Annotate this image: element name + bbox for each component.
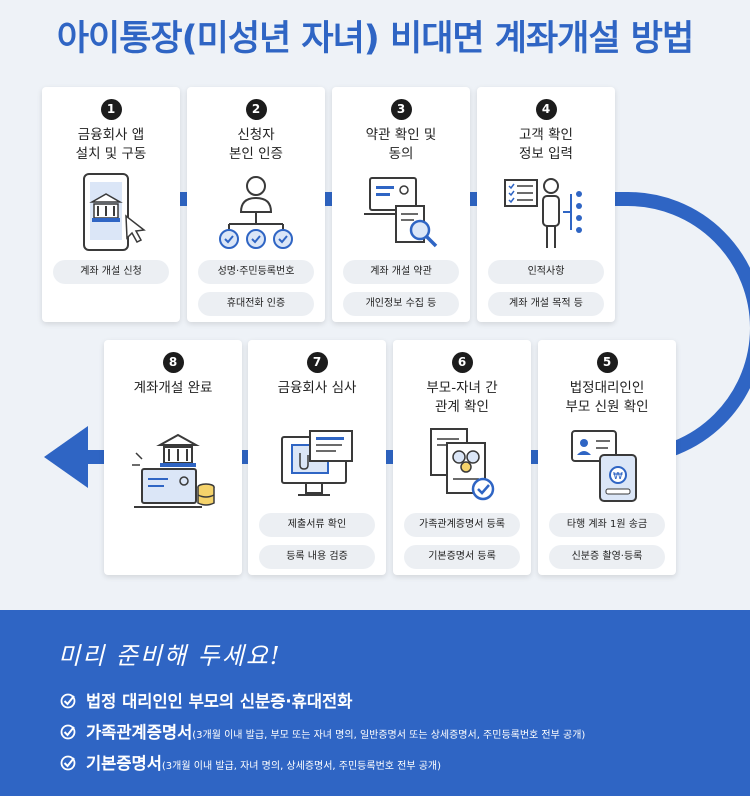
step-pill: 기본증명서 등록	[404, 545, 520, 569]
family-document-icon	[430, 428, 495, 501]
step-pill: 계좌 개설 목적 등	[488, 292, 604, 316]
step-title: 계좌개설 완료	[133, 380, 213, 396]
step-number: 3	[390, 99, 412, 120]
step-pill: 개인정보 수집 등	[343, 292, 459, 316]
step-pill: 계좌 개설 약관	[343, 260, 459, 284]
step-number: 5	[596, 352, 618, 373]
person-verify-icon	[219, 176, 293, 249]
step-card-3: 3 약관 확인 및 동의 계좌 개설 약관 개인정보 수집 등	[332, 87, 470, 322]
step-title: 금융회사 심사	[277, 380, 357, 396]
bank-complete-icon	[132, 433, 215, 508]
step-card-6: 6 부모-자녀 간 관계 확인 가족관계증명서 등록 기본증명서 등록	[393, 340, 531, 575]
step-card-5: 5 법정대리인인 부모 신원 확인 ₩ 타행 계좌 1원 송금 신분증 촬영·등…	[538, 340, 676, 575]
step-pill: 가족관계증명서 등록	[404, 513, 520, 537]
prepare-item-note: (3개월 이내 발급, 부모 또는 자녀 명의, 일반증명서 또는 상세증명서,…	[192, 730, 586, 741]
prepare-section	[0, 610, 750, 796]
prepare-item: 가족관계증명서(3개월 이내 발급, 부모 또는 자녀 명의, 일반증명서 또는…	[60, 719, 585, 743]
step-number: 4	[535, 99, 557, 120]
step-title: 부모-자녀 간 관계 확인	[426, 380, 498, 415]
step-pill: 성명·주민등록번호	[198, 260, 314, 284]
step-pill: 인적사항	[488, 260, 604, 284]
step-pill: 계좌 개설 신청	[53, 260, 169, 284]
step-card-7: 7 금융회사 심사 제출서류 확인 등록 내용 검증	[248, 340, 386, 575]
step-number: 6	[451, 352, 473, 373]
checkmark-icon	[60, 724, 76, 740]
prepare-item-label: 법정 대리인인 부모의 신분증·휴대전화	[86, 692, 353, 711]
step-title: 약관 확인 및 동의	[365, 127, 437, 162]
step-pill: 신분증 촬영·등록	[549, 545, 665, 569]
phone-bank-icon	[83, 173, 146, 251]
step-title: 금융회사 앱 설치 및 구동	[75, 127, 147, 162]
document-search-icon	[364, 177, 438, 248]
prepare-subtitle: 미리 준비해 두세요!	[58, 642, 282, 670]
checkmark-icon	[60, 755, 76, 771]
step-title: 법정대리인인 부모 신원 확인	[565, 380, 649, 415]
customer-info-icon	[504, 178, 582, 248]
step-number: 1	[100, 99, 122, 120]
step-card-4: 4 고객 확인 정보 입력 인적사항 계좌 개설 목적 등	[477, 87, 615, 322]
prepare-item: 법정 대리인인 부모의 신분증·휴대전화	[60, 688, 352, 712]
prepare-item-note: (3개월 이내 발급, 자녀 명의, 상세증명서, 주민등록번호 전부 공개)	[161, 761, 442, 772]
page-title: 아이통장(미성년 자녀) 비대면 계좌개설 방법	[56, 19, 694, 59]
monitor-review-icon	[281, 430, 353, 496]
step-card-8: 8 계좌개설 완료	[104, 340, 242, 575]
step-card-2: 2 신청자 본인 인증 성명·주민등록번호 휴대전화 인증	[187, 87, 325, 322]
prepare-item-label: 가족관계증명서	[86, 723, 193, 742]
step-card-1: 1 금융회사 앱 설치 및 구동 계좌 개설 신청	[42, 87, 180, 322]
step-title: 신청자 본인 인증	[229, 127, 283, 162]
step-pill: 타행 계좌 1원 송금	[549, 513, 665, 537]
step-pill: 등록 내용 검증	[259, 545, 375, 569]
step-title: 고객 확인 정보 입력	[519, 127, 573, 162]
step-number: 8	[162, 352, 184, 373]
checkmark-icon	[60, 693, 76, 709]
step-pill: 휴대전화 인증	[198, 292, 314, 316]
svg-text:₩: ₩	[613, 471, 623, 482]
step-number: 7	[306, 352, 328, 373]
id-card-phone-icon: ₩	[571, 430, 637, 502]
step-number: 2	[245, 99, 267, 120]
prepare-item: 기본증명서(3개월 이내 발급, 자녀 명의, 상세증명서, 주민등록번호 전부…	[60, 750, 441, 774]
prepare-item-label: 기본증명서	[86, 754, 162, 773]
step-pill: 제출서류 확인	[259, 513, 375, 537]
